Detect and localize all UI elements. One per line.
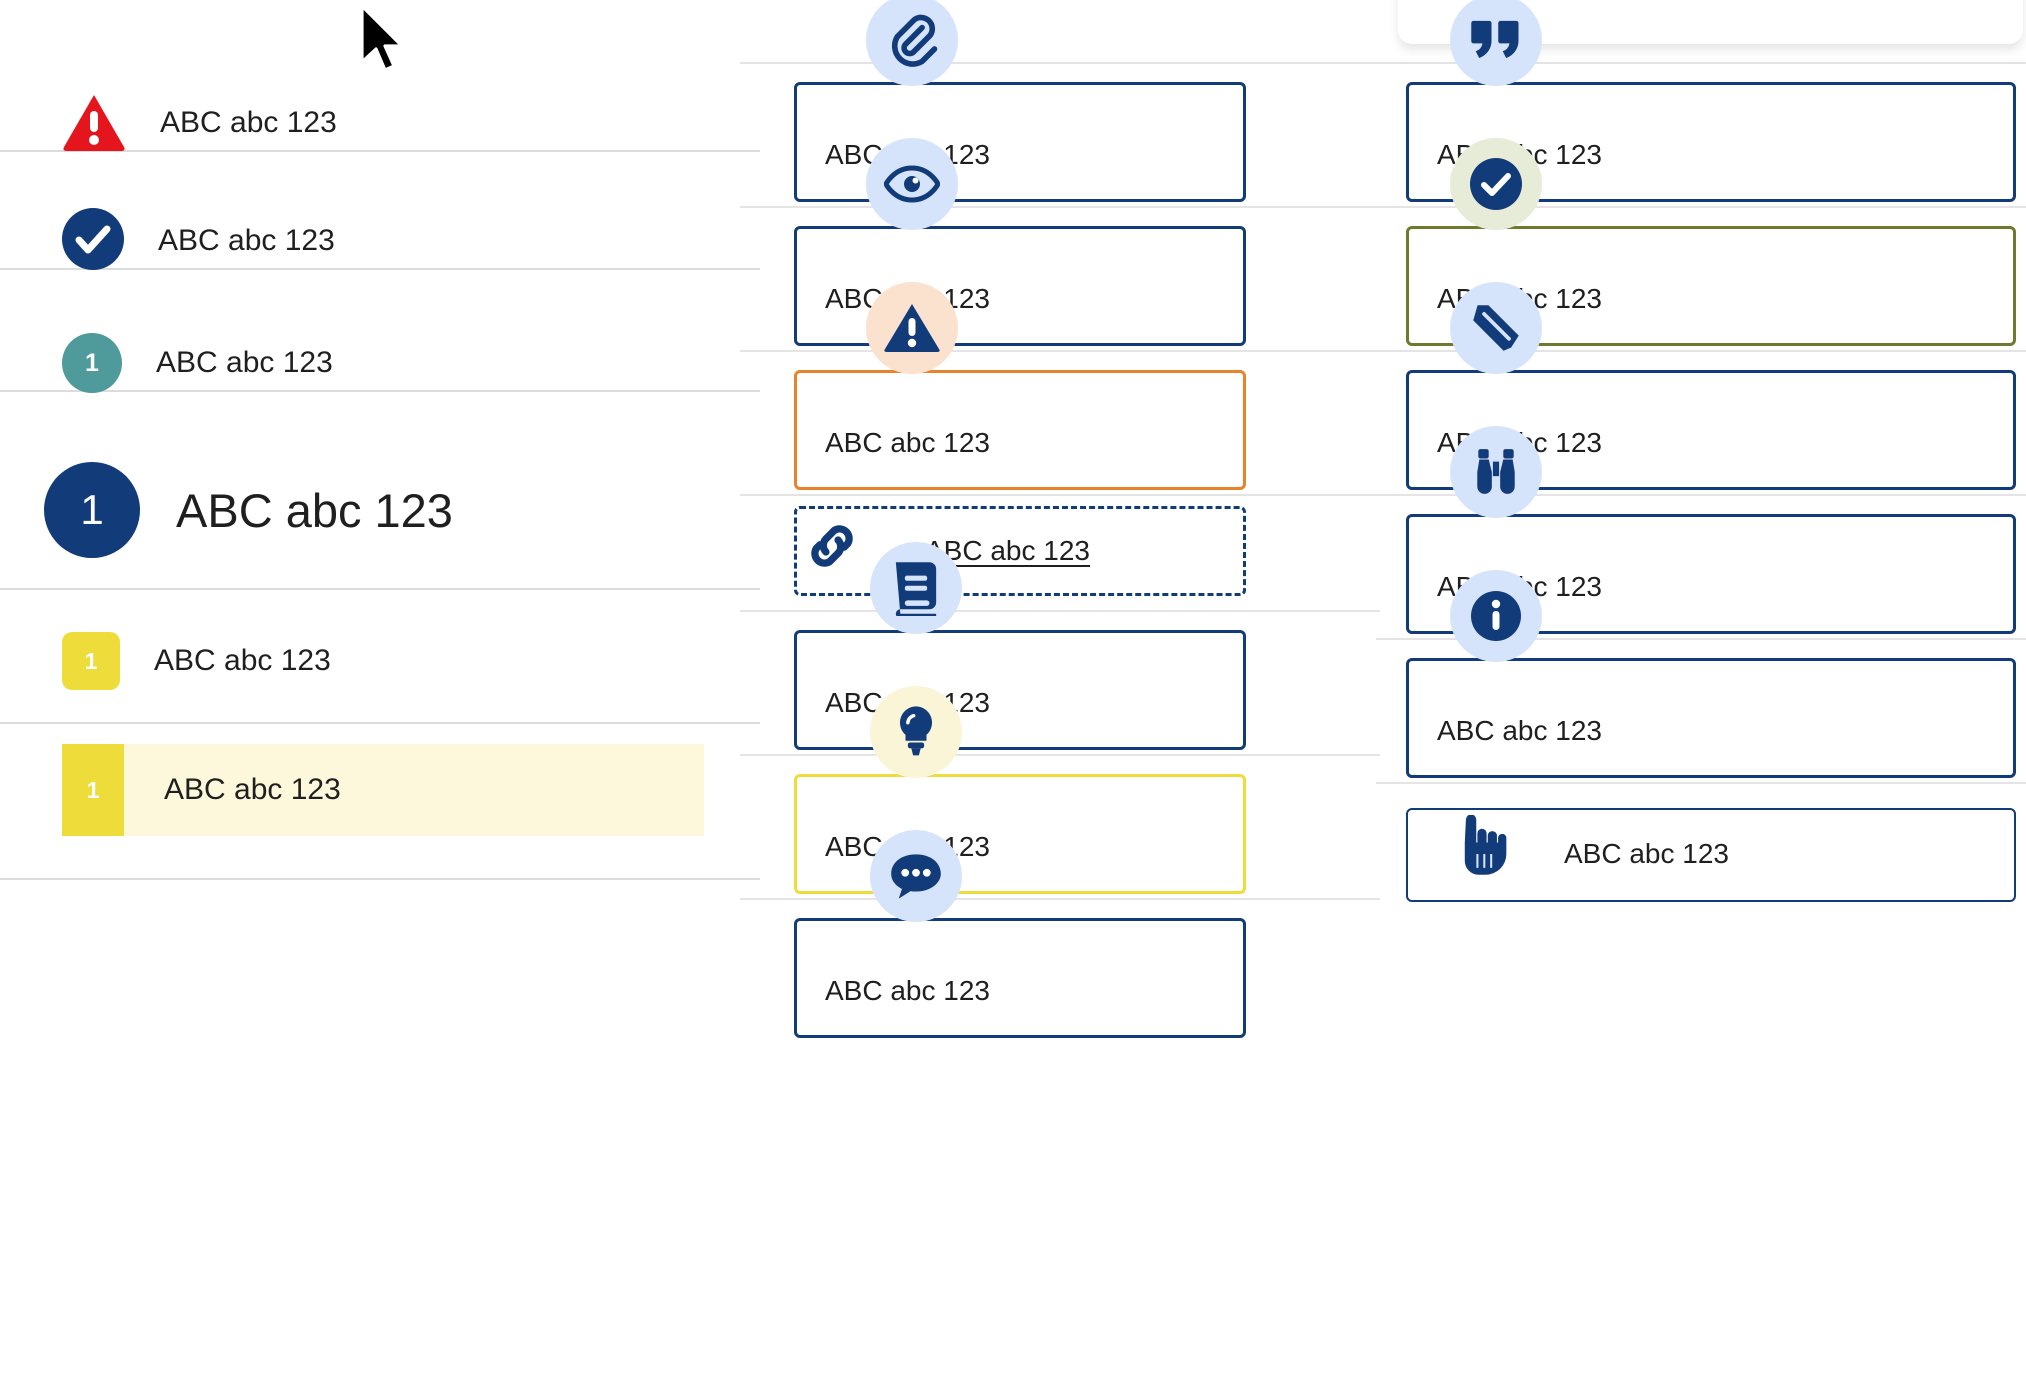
list-item-label: ABC abc 123 [176,483,453,537]
lightbulb-icon [870,686,962,778]
card-divider [740,754,1380,756]
list-divider [0,878,760,880]
list-item-alert[interactable]: ABC abc 123 [0,70,760,176]
comment-card-label: ABC abc 123 [825,975,990,1006]
badge-number: 1 [84,647,98,674]
list-divider [0,268,760,270]
comment-card[interactable]: ABC abc 123 [794,918,1246,1038]
card-divider [1376,350,2026,352]
pencil-icon [1450,282,1542,374]
list-item-selected[interactable]: 1 ABC abc 123 [62,744,704,836]
number-badge-circle: 1 [62,333,122,393]
right-card-column: ABC abc 123 ABC abc 123 ABC abc 123 ABC … [1376,0,2026,1392]
list-item-count[interactable]: 1 ABC abc 123 [0,310,760,416]
card-divider [1376,62,2026,64]
warning-card[interactable]: ABC abc 123 [794,370,1246,490]
card-divider [1376,494,2026,496]
card-divider [740,206,1380,208]
list-divider [0,390,760,392]
list-item-label: ABC abc 123 [164,773,341,806]
number-badge-square: 1 [62,632,120,690]
list-item-note[interactable]: 1 ABC abc 123 [0,608,760,714]
card-divider [740,494,1380,496]
card-divider [1376,782,2026,784]
list-divider [0,722,760,724]
check-circle-icon [62,207,124,275]
list-item-success[interactable]: ABC abc 123 [0,188,760,294]
action-card[interactable]: ABC abc 123 [1406,808,2016,902]
badge-number: 1 [80,486,104,533]
list-item-label: ABC abc 123 [160,106,337,139]
eye-icon [866,138,958,230]
warning-triangle-icon [62,93,126,153]
quote-icon [1450,0,1542,86]
number-badge-square-flat: 1 [62,744,124,836]
list-item-feature[interactable]: 1 ABC abc 123 [0,440,760,580]
list-item-label: ABC abc 123 [156,346,333,379]
link-card[interactable]: ABC abc 123 [794,506,1246,596]
card-divider [740,610,1380,612]
middle-card-column: ABC abc 123 ABC abc 123 ABC abc 123 ABC … [740,0,1380,1392]
binoculars-icon [1450,426,1542,518]
card-divider [740,62,1380,64]
tip-card[interactable]: ABC abc 123 [794,774,1246,894]
warning-triangle-icon [866,282,958,374]
card-divider [1376,206,2026,208]
number-badge-circle-large: 1 [44,462,140,558]
book-card[interactable]: ABC abc 123 [794,630,1246,750]
book-icon [870,542,962,634]
list-item-label: ABC abc 123 [158,224,335,257]
info-card-label: ABC abc 123 [1437,715,1602,746]
attachment-card[interactable]: ABC abc 123 [794,82,1246,202]
warning-card-label: ABC abc 123 [825,427,990,458]
pointing-hand-icon [1436,800,1528,892]
paperclip-icon [866,0,958,86]
check-circle-icon [1450,138,1542,230]
preview-card[interactable]: ABC abc 123 [794,226,1246,346]
action-card-label: ABC abc 123 [1564,838,1729,869]
list-item-label: ABC abc 123 [154,644,331,677]
info-circle-icon [1450,570,1542,662]
list-divider [0,150,760,152]
info-card[interactable]: ABC abc 123 [1406,658,2016,778]
list-divider [0,588,760,590]
card-divider [740,350,1380,352]
card-divider [740,898,1380,900]
badge-number: 1 [85,348,99,377]
chat-bubble-icon [870,830,962,922]
card-divider [1376,638,2026,640]
status-list: ABC abc 123 ABC abc 123 1 ABC abc 123 1 … [0,0,760,1392]
badge-number: 1 [86,776,100,803]
chain-link-icon [786,500,878,592]
